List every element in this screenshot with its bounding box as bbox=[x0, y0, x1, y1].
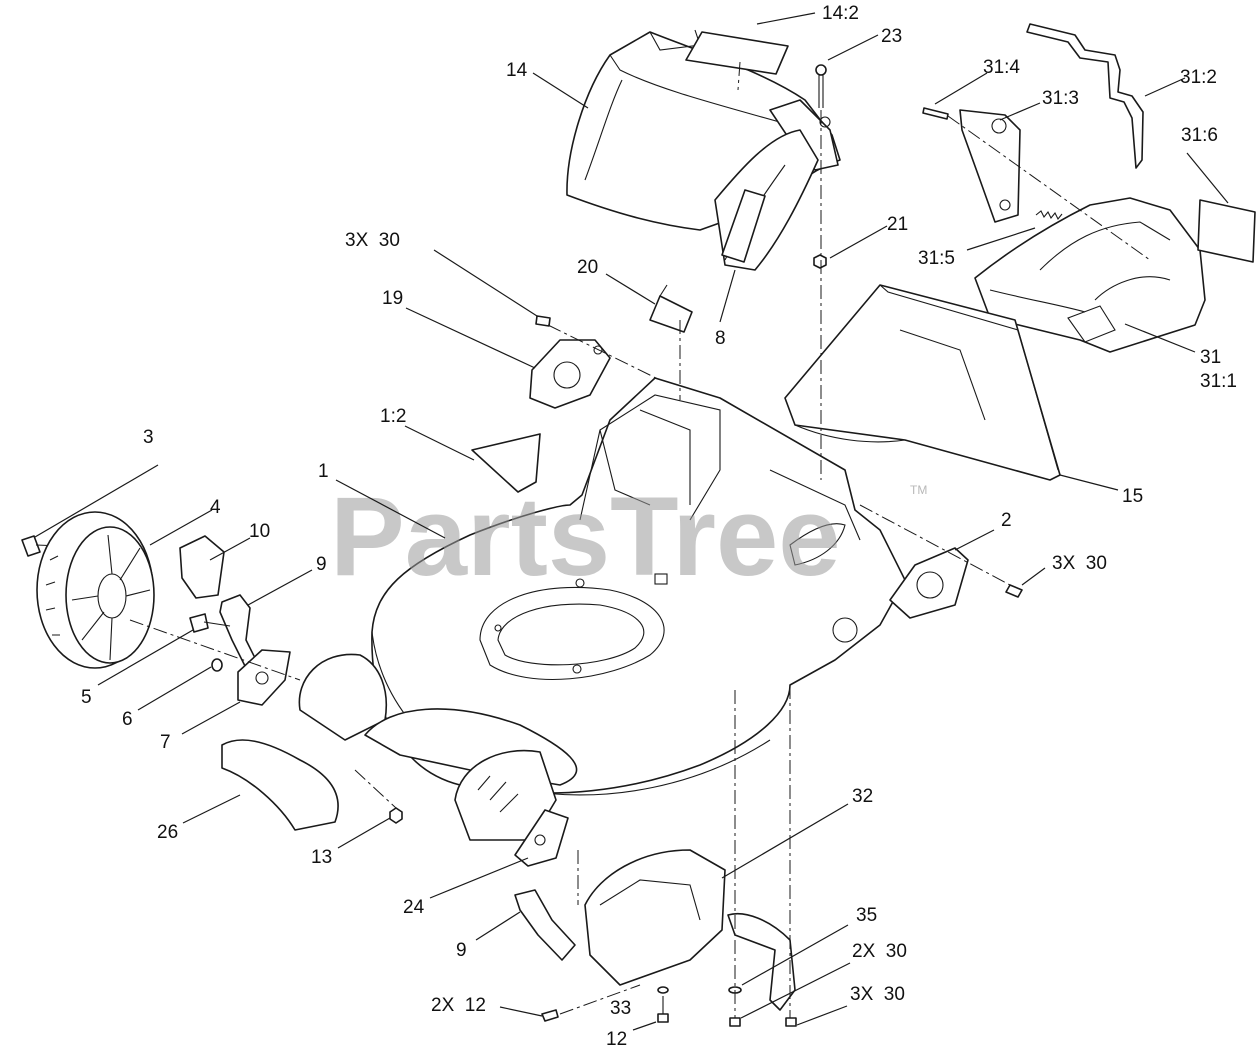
part-3-bolt[interactable] bbox=[21, 535, 63, 557]
callout-5[interactable]: 5 bbox=[81, 687, 92, 708]
part-30-screw-top[interactable] bbox=[535, 315, 551, 327]
callout-19[interactable]: 19 bbox=[382, 288, 403, 309]
part-21-nut[interactable] bbox=[813, 254, 827, 269]
part-height-adjuster-front[interactable] bbox=[298, 653, 387, 741]
part-24-bracket[interactable] bbox=[514, 809, 569, 867]
part-2-plate[interactable] bbox=[889, 547, 969, 619]
callout-14[interactable]: 14 bbox=[506, 60, 528, 81]
callout-3x30-bottom[interactable]: 3X 30 bbox=[850, 984, 905, 1005]
part-14-2-label[interactable] bbox=[685, 31, 789, 75]
callout-20[interactable]: 20 bbox=[577, 257, 598, 278]
callout-35[interactable]: 35 bbox=[856, 905, 877, 926]
callout-3[interactable]: 3 bbox=[143, 427, 154, 448]
part-12-screw-left[interactable] bbox=[541, 1009, 559, 1022]
callout-33[interactable]: 33 bbox=[610, 998, 631, 1019]
part-5-bolt[interactable] bbox=[189, 613, 231, 633]
part-10-cap[interactable] bbox=[179, 535, 225, 599]
callout-24[interactable]: 24 bbox=[403, 897, 425, 918]
callout-26[interactable]: 26 bbox=[157, 822, 178, 843]
part-1-2-decal[interactable] bbox=[471, 433, 541, 493]
callout-21[interactable]: 21 bbox=[887, 214, 908, 235]
callout-15[interactable]: 15 bbox=[1122, 486, 1143, 507]
part-19-plate[interactable] bbox=[529, 339, 611, 409]
part-31-4-pin[interactable] bbox=[922, 107, 949, 120]
callout-1[interactable]: 1 bbox=[318, 461, 329, 482]
callout-31-1[interactable]: 31:1 bbox=[1200, 371, 1237, 392]
part-15-bag-frame[interactable] bbox=[784, 284, 1061, 481]
callout-1-2[interactable]: 1:2 bbox=[380, 406, 406, 427]
part-9-lever-bottom[interactable] bbox=[514, 889, 576, 961]
part-4-wheel[interactable] bbox=[36, 511, 155, 669]
callout-9-bottom[interactable]: 9 bbox=[456, 940, 467, 961]
callout-8[interactable]: 8 bbox=[715, 328, 726, 349]
watermark-trademark: TM bbox=[910, 483, 927, 497]
part-14-rear-shroud[interactable] bbox=[566, 29, 841, 271]
callout-12[interactable]: 12 bbox=[606, 1029, 627, 1050]
part-31-5-spring[interactable] bbox=[1035, 210, 1063, 221]
callout-6[interactable]: 6 bbox=[122, 709, 133, 730]
part-13-nut[interactable] bbox=[389, 807, 403, 824]
callout-14-2[interactable]: 14:2 bbox=[822, 3, 859, 24]
callout-3x30-top[interactable]: 3X 30 bbox=[345, 230, 400, 251]
part-31-2-rod[interactable] bbox=[1026, 23, 1144, 169]
watermark: PartsTree TM bbox=[330, 474, 927, 599]
callout-labels: 14:2 23 14 31:4 31:3 31:2 31:6 21 31:5 3… bbox=[81, 3, 1237, 1050]
callout-2x12[interactable]: 2X 12 bbox=[431, 995, 486, 1016]
callout-4[interactable]: 4 bbox=[210, 497, 221, 518]
leader-lines bbox=[34, 12, 1229, 1031]
watermark-brand: PartsTree bbox=[330, 474, 841, 599]
part-33-washer[interactable] bbox=[657, 986, 669, 994]
part-8-decal[interactable] bbox=[721, 189, 766, 263]
callout-13[interactable]: 13 bbox=[311, 847, 332, 868]
part-30-screw-right[interactable] bbox=[1005, 584, 1023, 598]
callout-31-6[interactable]: 31:6 bbox=[1181, 125, 1218, 146]
part-31-3-hinge-bracket[interactable] bbox=[959, 109, 1021, 223]
callout-23[interactable]: 23 bbox=[881, 26, 902, 47]
part-23-screw[interactable] bbox=[815, 64, 827, 108]
part-1-deck[interactable] bbox=[371, 377, 906, 796]
part-35-bracket[interactable] bbox=[727, 913, 796, 1011]
part-6-washer[interactable] bbox=[211, 658, 223, 672]
part-26-baffle[interactable] bbox=[221, 739, 339, 831]
callout-32[interactable]: 32 bbox=[852, 786, 873, 807]
callout-31[interactable]: 31 bbox=[1200, 347, 1221, 368]
part-20-bracket[interactable] bbox=[649, 284, 693, 333]
callout-9-top[interactable]: 9 bbox=[316, 554, 327, 575]
callout-31-3[interactable]: 31:3 bbox=[1042, 88, 1079, 109]
part-32-cover[interactable] bbox=[584, 849, 726, 986]
callout-3x30-right[interactable]: 3X 30 bbox=[1052, 553, 1107, 574]
callout-10[interactable]: 10 bbox=[249, 521, 270, 542]
part-12-screw-bottom[interactable] bbox=[657, 996, 669, 1023]
callout-2[interactable]: 2 bbox=[1001, 510, 1012, 531]
callout-7[interactable]: 7 bbox=[160, 732, 171, 753]
callout-31-4[interactable]: 31:4 bbox=[983, 57, 1020, 78]
callout-31-2[interactable]: 31:2 bbox=[1180, 67, 1217, 88]
part-30-screws-bottom[interactable] bbox=[728, 986, 797, 1027]
part-31-6-decal[interactable] bbox=[1197, 199, 1256, 263]
part-31-rear-door[interactable] bbox=[974, 197, 1206, 353]
part-24-wheel-adjuster[interactable] bbox=[454, 749, 557, 841]
callout-31-5[interactable]: 31:5 bbox=[918, 248, 955, 269]
assembly-lines bbox=[129, 61, 1151, 1018]
part-7-bracket[interactable] bbox=[237, 649, 291, 706]
callout-2x30[interactable]: 2X 30 bbox=[852, 941, 907, 962]
